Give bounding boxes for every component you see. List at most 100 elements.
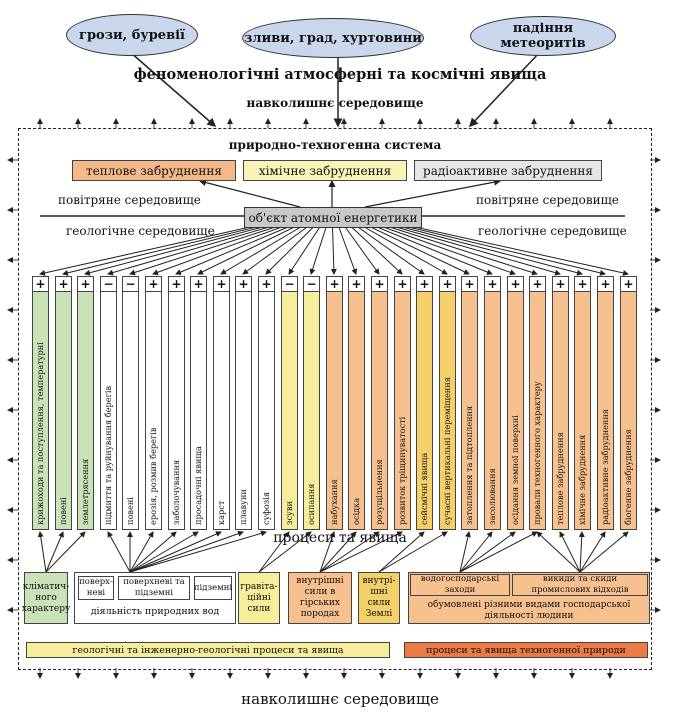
impact-sign: + [259, 277, 274, 292]
process-label: теплове забруднення [555, 432, 565, 525]
process-label: розущільнення [374, 459, 384, 525]
fan-arrow [363, 226, 448, 275]
source-arrow [319, 531, 357, 573]
fan-arrow [357, 226, 425, 275]
impact-sign: + [440, 277, 455, 292]
fan-arrow [414, 226, 629, 276]
process-column: + сучасні вертикальні переміщення [439, 276, 456, 530]
fan-arrow [351, 226, 403, 275]
fan-arrow [175, 226, 289, 275]
fan-arrow [389, 226, 538, 276]
process-column: + теплове забруднення [552, 276, 569, 530]
source-arrow [258, 531, 312, 573]
process-column: + провали техногенного характеру [529, 276, 546, 530]
impact-sign: + [485, 277, 500, 292]
fan-arrow [39, 226, 251, 276]
process-column: +повені [55, 276, 72, 530]
process-label: просадочні явища [193, 446, 203, 525]
gravity-box: гравіта- ційні сили [238, 572, 280, 624]
geo-env-left: геологічне середовище [66, 224, 215, 238]
process-column: +затоплення та підтоплення [461, 276, 478, 530]
phenomena-title: феноменологічні атмосферні та космічні я… [133, 66, 547, 83]
environment-bottom: навколишнє середовище [241, 690, 439, 708]
source-arrow [319, 531, 380, 573]
air-env-right: повітряне середовище [476, 193, 619, 207]
fan-arrow [344, 226, 380, 275]
process-column: +засолювання [484, 276, 501, 530]
source-arrow [378, 531, 448, 573]
process-label: землетрясення [80, 458, 90, 525]
process-column: − підмиття та руйнування берегів [100, 276, 117, 530]
impact-sign: + [553, 277, 568, 292]
impact-sign: + [78, 277, 93, 292]
process-column: +розвиток тріщинуватості [394, 276, 411, 530]
process-label: підмиття та руйнування берегів [103, 385, 113, 525]
fan-arrow [338, 226, 358, 275]
surface-underground-box: поверхневі та підземні [118, 576, 190, 600]
impact-sign: + [372, 277, 387, 292]
fan-arrows [39, 226, 629, 276]
impact-sign: + [236, 277, 251, 292]
impact-sign: − [101, 277, 116, 292]
source-arrow [378, 531, 425, 573]
surface-box: поверх- неві [78, 576, 114, 600]
process-label: суфозія [261, 492, 271, 525]
source-arrow [579, 531, 606, 573]
process-label: заболочування [171, 459, 181, 525]
impact-sign: + [349, 277, 364, 292]
fan-arrow [330, 226, 337, 275]
process-column: +осідання земної поверхні [507, 276, 524, 530]
impact-sign: + [575, 277, 590, 292]
source-arrow [579, 531, 629, 573]
fan-arrow [370, 226, 470, 275]
process-column: + набухання [326, 276, 343, 530]
impact-sign: + [214, 277, 229, 292]
process-label: сейсмічні явища [419, 452, 429, 525]
emissions-box: викиди та скиди промислових відходів [512, 574, 648, 596]
source-arrow [129, 531, 154, 573]
process-label: плавуни [238, 489, 248, 525]
fan-arrow [383, 226, 516, 276]
impact-sign: + [395, 277, 410, 292]
process-column: +карст [213, 276, 230, 530]
impact-sign: + [530, 277, 545, 292]
internal-earth-box: внутрі- шні сили Землі [358, 572, 400, 624]
process-label: сучасні вертикальні переміщення [442, 377, 452, 525]
impact-sign: + [508, 277, 523, 292]
fan-arrow [402, 226, 583, 276]
process-column: + розущільнення [371, 276, 388, 530]
climate-box: кліматич- ного характеру [22, 572, 70, 624]
impact-sign: + [417, 277, 432, 292]
process-column: +крижоходи та поступлення, температурні [32, 276, 49, 530]
ellipse-meteorites: падіння метеоритів [470, 16, 616, 56]
process-label: зсуви [284, 501, 294, 525]
process-label: радіоактивне забруднення [600, 409, 610, 525]
fan-arrow [220, 226, 302, 275]
fan-arrow [107, 226, 270, 276]
process-label: повені [58, 497, 68, 525]
impact-sign: + [191, 277, 206, 292]
fan-arrow [129, 226, 276, 276]
fan-arrow [62, 226, 257, 276]
fan-arrow [395, 226, 561, 276]
underground-box: підземні [194, 576, 232, 600]
processes-title: процеси та явища [273, 530, 407, 546]
source-arrow [459, 531, 516, 573]
system-frame [18, 128, 652, 670]
process-label: осипання [306, 483, 316, 525]
process-label: хімічне забруднення [577, 434, 587, 525]
process-label: набухання [329, 479, 339, 525]
impact-sign: + [327, 277, 342, 292]
impact-sign: − [123, 277, 138, 292]
natural-waters-label: діяльність природних вод [90, 606, 220, 617]
natural-waters-group [74, 572, 236, 624]
process-label: провали техногенного характеру [532, 381, 542, 525]
process-column: + хімічне забруднення [574, 276, 591, 530]
thermal-pollution-box: теплове забруднення [72, 160, 236, 181]
fan-arrow [309, 226, 327, 275]
chemical-pollution-box: хімічне забруднення [243, 160, 407, 181]
process-column: +осідка [348, 276, 365, 530]
nuclear-object-box: об'єкт атомної енергетики [244, 207, 422, 228]
ellipse-storms: грози, буревії [66, 14, 198, 56]
fan-arrow [376, 226, 493, 275]
